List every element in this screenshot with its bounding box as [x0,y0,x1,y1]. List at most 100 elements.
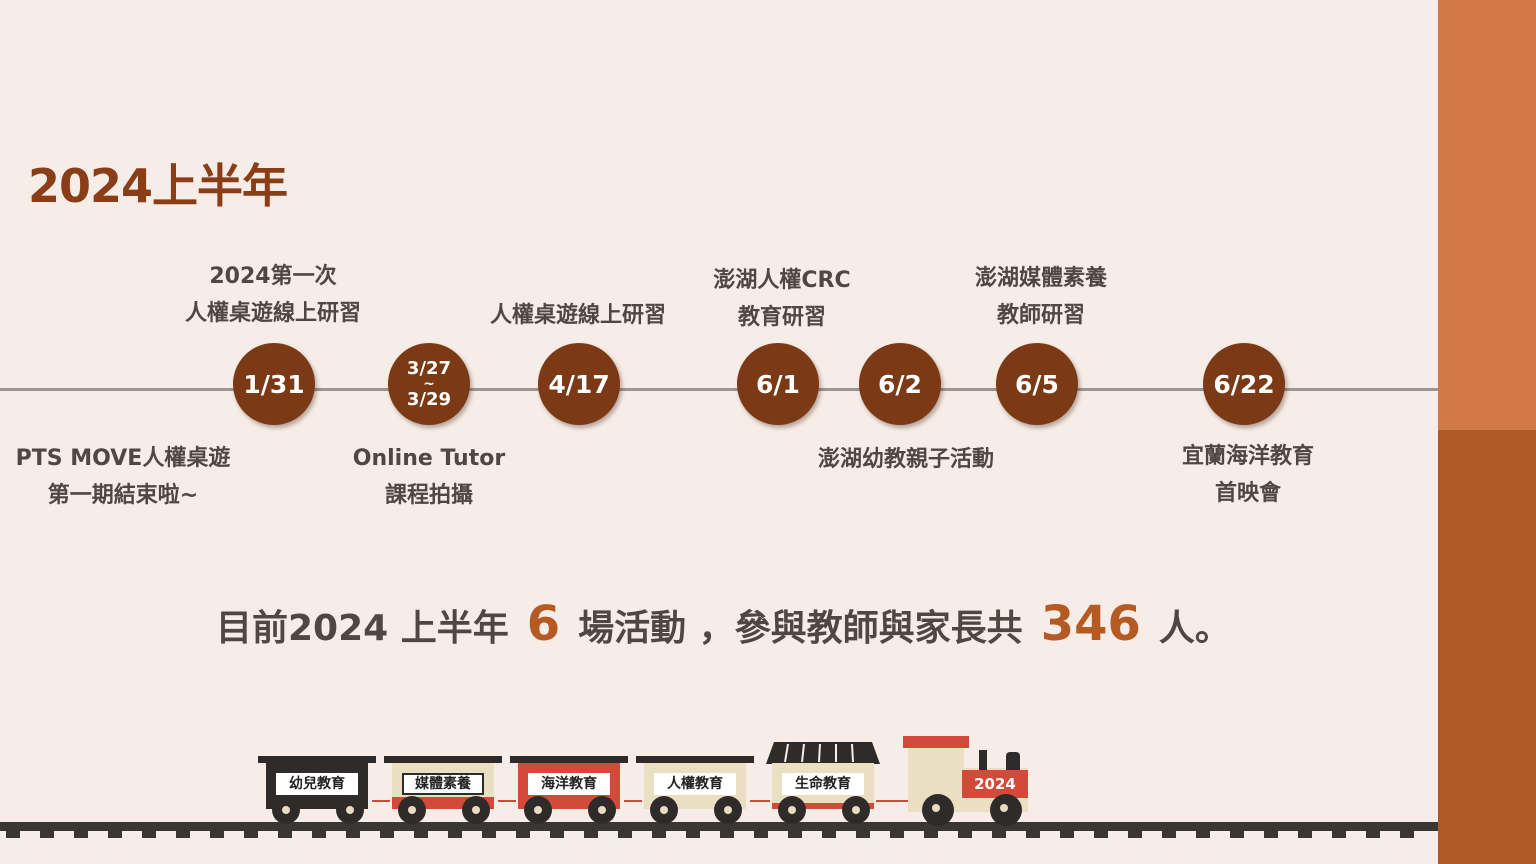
event-3-above-label: 人權桌遊線上研習 [478,297,678,334]
rail-sleeper [516,831,530,838]
event-1-above-line-2: 人權桌遊線上研習 [184,301,361,326]
car-stripe [772,803,874,809]
event-4-above-line-2: 教育研習 [737,305,826,330]
wheel-icon [778,796,806,824]
rail-sleeper [482,831,496,838]
rail-sleeper [210,831,224,838]
event-6-date: 6/5 [1015,369,1059,399]
event-6-date-node: 6/5 [996,343,1078,425]
timeline-line [0,388,1438,391]
event-1-below-line-2: 第一期結束啦~ [47,483,199,508]
rail-sleeper [652,831,666,838]
rail-sleeper [1026,831,1040,838]
rail-sleeper [890,831,904,838]
event-7-date-node: 6/22 [1203,343,1285,425]
wheel-icon [398,796,426,824]
rail-sleeper [992,831,1006,838]
rail-sleeper [6,831,20,838]
rail-sleeper [244,831,258,838]
event-6-above-label: 澎湖媒體素養 教師研習 [954,260,1128,334]
wheel-icon [336,796,364,824]
train-car-4: 人權教育 [636,756,754,810]
engine-chimney [1006,752,1020,770]
car-coupler [876,800,908,802]
wheel-icon [922,794,954,826]
event-2-below-line-1: Online Tutor [352,446,506,471]
rail-sleeper [720,831,734,838]
car-roof [636,756,754,763]
rail-sleeper [1162,831,1176,838]
event-1-above-label: 2024第一次 人權桌遊線上研習 [172,258,374,332]
summary-part-3: 人。 [1158,608,1231,649]
event-7-below-line-2: 首映會 [1214,481,1281,506]
wheel-icon [588,796,616,824]
rail-sleeper [754,831,768,838]
event-2-below-line-2: 課程拍攝 [384,483,473,508]
rail-sleeper [686,831,700,838]
event-5-below-line-1: 澎湖幼教親子活動 [817,447,994,472]
event-1-date-node: 1/31 [233,343,315,425]
rail-sleeper [278,831,292,838]
rail-sleeper [142,831,156,838]
car-coupler [750,800,770,802]
event-2-below-label: Online Tutor 課程拍攝 [339,440,519,514]
rail-sleeper [1264,831,1278,838]
rail-sleeper [1196,831,1210,838]
event-2-date-node: 3/27 ~ 3/29 [388,343,470,425]
rail-sleeper [822,831,836,838]
event-3-date-node: 4/17 [538,343,620,425]
event-1-below-line-1: PTS MOVE人權桌遊 [15,446,231,471]
wheel-icon [650,796,678,824]
summary-sentence: 目前2024 上半年 6 場活動 ，參與教師與家長共 346 人。 [216,596,1231,652]
car-coupler [498,800,516,802]
wheel-icon [842,796,870,824]
rail-sleeper [312,831,326,838]
event-1-date: 1/31 [243,369,305,399]
rail-sleeper [414,831,428,838]
train-car-3: 海洋教育 [510,756,628,810]
rail-sleeper [380,831,394,838]
train-rail [0,822,1438,831]
rail-sleeper [788,831,802,838]
rail-sleeper [108,831,122,838]
rail-sleeper [618,831,632,838]
event-6-above-line-1: 澎湖媒體素養 [974,266,1107,291]
rail-sleeper [1332,831,1346,838]
rail-sleeper [1094,831,1108,838]
car-roof [258,756,376,763]
rail-sleeper [1128,831,1142,838]
event-3-above-line-1: 人權桌遊線上研習 [489,303,666,328]
summary-part-2: 場活動 ，參與教師與家長共 [578,608,1023,649]
rail-sleeper [1366,831,1380,838]
car-body: 海洋教育 [518,763,620,809]
wheel-icon [272,796,300,824]
wheel-icon [462,796,490,824]
car-coupler [624,800,642,802]
rail-sleeper [958,831,972,838]
rail-sleeper [176,831,190,838]
event-1-above-line-1: 2024第一次 [209,264,337,289]
car-label: 生命教育 [782,773,864,795]
event-5-date: 6/2 [878,369,922,399]
car-label: 人權教育 [654,773,736,795]
rail-sleeper [1230,831,1244,838]
rail-sleeper [924,831,938,838]
rail-sleeper [74,831,88,838]
event-5-date-node: 6/2 [859,343,941,425]
summary-part-1: 目前2024 上半年 [216,608,509,649]
event-3-date: 4/17 [548,369,610,399]
rail-sleeper [346,831,360,838]
page-title: 2024上半年 [28,159,288,213]
event-2-date-tilde: ~ [423,376,435,392]
summary-event-count: 6 [526,596,561,652]
event-4-date: 6/1 [756,369,800,399]
car-label: 幼兒教育 [276,773,358,795]
striped-roof-icon [766,742,880,764]
rail-sleeper [856,831,870,838]
rail-sleeper [1060,831,1074,838]
event-6-above-line-2: 教師研習 [996,303,1085,328]
event-4-above-label: 澎湖人權CRC 教育研習 [694,262,870,336]
rail-sleeper [448,831,462,838]
event-4-date-node: 6/1 [737,343,819,425]
event-7-date: 6/22 [1213,369,1275,399]
